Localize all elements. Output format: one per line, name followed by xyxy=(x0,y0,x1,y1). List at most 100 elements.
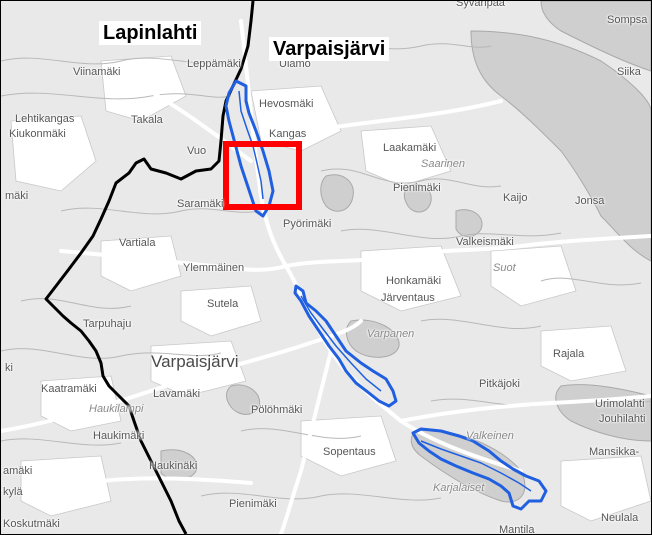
place-kaatramaki: Kaatramäki xyxy=(41,383,97,395)
place-siika: Siika xyxy=(617,66,641,78)
place-mantila: Mantila xyxy=(499,524,535,535)
place-hevosmaki: Hevosmäki xyxy=(259,98,314,110)
place-koskutmaki: Koskutmäki xyxy=(3,518,60,530)
place-haukilampi: Haukilampi xyxy=(89,403,144,415)
place-kangas: Kangas xyxy=(269,128,307,140)
place-vuo: Vuo xyxy=(187,145,207,157)
place-lavamaki: Lavamäki xyxy=(153,388,201,400)
road xyxy=(284,234,651,268)
label-lapinlahti: Lapinlahti xyxy=(99,21,202,45)
contours-layer xyxy=(1,39,651,501)
place-haukinaki: Haukinäki xyxy=(149,460,198,472)
contour-line xyxy=(60,207,262,215)
place-takala: Takala xyxy=(131,114,163,126)
place-pienimaki-south: Pienimäki xyxy=(229,498,277,510)
lake-shape xyxy=(226,384,261,415)
lake-shape xyxy=(470,30,651,262)
field-patch xyxy=(490,245,577,307)
place-pyorimaki: Pyörimäki xyxy=(283,218,332,230)
place-sopentaus: Sopentaus xyxy=(323,446,376,458)
place-tarpuhaju: Tarpuhaju xyxy=(83,318,132,330)
place-vartiala: Vartiala xyxy=(119,237,156,249)
contour-line xyxy=(1,438,122,446)
place-mansikkamaki: Mansikka- xyxy=(589,446,640,458)
place-leppamaki: Leppämäki xyxy=(187,58,241,70)
contour-line xyxy=(20,298,132,309)
place-pitkajoki: Pitkäjoki xyxy=(479,378,520,390)
place-hamaki: amäki xyxy=(3,465,33,477)
road xyxy=(99,476,253,485)
lake-shape xyxy=(320,174,354,212)
contour-line xyxy=(1,348,222,359)
place-rajala: Rajala xyxy=(553,348,585,360)
study-reach-upper xyxy=(224,79,275,218)
study-reach-middle xyxy=(293,284,398,408)
place-saarinen: Saarinen xyxy=(421,158,466,170)
lake-shape xyxy=(540,1,651,72)
place-sompsa: Sompsa xyxy=(607,14,648,26)
place-valkeismaki: Valkeismäki xyxy=(456,236,514,248)
study-reaches-layer xyxy=(224,79,548,511)
place-urimolahti: Urimolahti xyxy=(595,398,645,410)
field-patch xyxy=(300,415,397,477)
place-saramaki: Saramäki xyxy=(177,198,224,210)
contour-line xyxy=(320,168,502,188)
lake-shape xyxy=(403,184,432,213)
place-jarventaus: Järventaus xyxy=(381,292,435,304)
place-varpanen: Varpanen xyxy=(367,328,415,340)
field-patch xyxy=(100,235,182,292)
lakes-layer xyxy=(160,1,651,503)
field-patch xyxy=(180,285,262,337)
road xyxy=(259,99,503,143)
place-laakamaki: Laakamäki xyxy=(383,142,437,154)
highlight-box[interactable] xyxy=(223,141,302,210)
contour-line xyxy=(240,428,362,439)
contour-line xyxy=(540,277,642,286)
place-jouhilahti: Jouhilahti xyxy=(599,413,646,425)
lake-shape xyxy=(345,319,400,358)
contour-line xyxy=(340,228,562,240)
field-patch xyxy=(20,455,112,517)
municipal-boundary xyxy=(44,1,255,534)
field-patch xyxy=(540,325,627,382)
place-kiukonmaki: Kiukonmäki xyxy=(9,128,66,140)
place-sutela: Sutela xyxy=(207,298,239,310)
place-viinamaki: Viinamäki xyxy=(73,66,121,78)
road xyxy=(59,249,288,272)
place-kaijo: Kaijo xyxy=(503,192,528,204)
contour-line xyxy=(1,92,232,100)
place-lehtikangas: Lehtikangas xyxy=(15,113,75,125)
study-reach-middle-inner xyxy=(300,295,382,392)
field-patch xyxy=(360,125,452,187)
place-honkamaki: Honkamäki xyxy=(386,275,442,287)
place-valkeinen: Valkeinen xyxy=(466,430,514,442)
study-reach-lower xyxy=(411,427,548,511)
place-jonsa: Jonsa xyxy=(575,195,605,207)
road xyxy=(279,349,333,534)
place-haukimaki: Haukimäki xyxy=(93,430,145,442)
lake-shape xyxy=(455,209,483,237)
label-varpaisjarvi: Varpaisjärvi xyxy=(269,37,390,61)
field-patch xyxy=(560,455,651,522)
road xyxy=(399,394,651,423)
place-kyla: kylä xyxy=(3,486,23,498)
place-ulamo: Ulamo xyxy=(279,58,311,70)
place-polohmaki: Pölöhmäki xyxy=(251,404,303,416)
place-neulala: Neulala xyxy=(601,512,639,524)
field-patch xyxy=(10,115,97,192)
place-maki-left: mäki xyxy=(5,190,29,202)
contour-line xyxy=(1,57,242,65)
place-ylemmainen: Ylemmäinen xyxy=(183,262,245,274)
place-varpaisjarvi-village: Varpaisjärvi xyxy=(151,352,239,371)
field-patch xyxy=(360,245,462,312)
contour-line xyxy=(200,492,442,501)
place-suot: Suot xyxy=(493,262,516,274)
contour-line xyxy=(420,318,542,330)
place-pienimaki-north: Pienimäki xyxy=(393,182,441,194)
place-ki-left: ki xyxy=(5,362,13,374)
place-syvanpaa: Syvänpää xyxy=(456,0,505,9)
fields-layer xyxy=(10,55,651,522)
place-karjalaiset: Karjalaiset xyxy=(433,482,485,494)
